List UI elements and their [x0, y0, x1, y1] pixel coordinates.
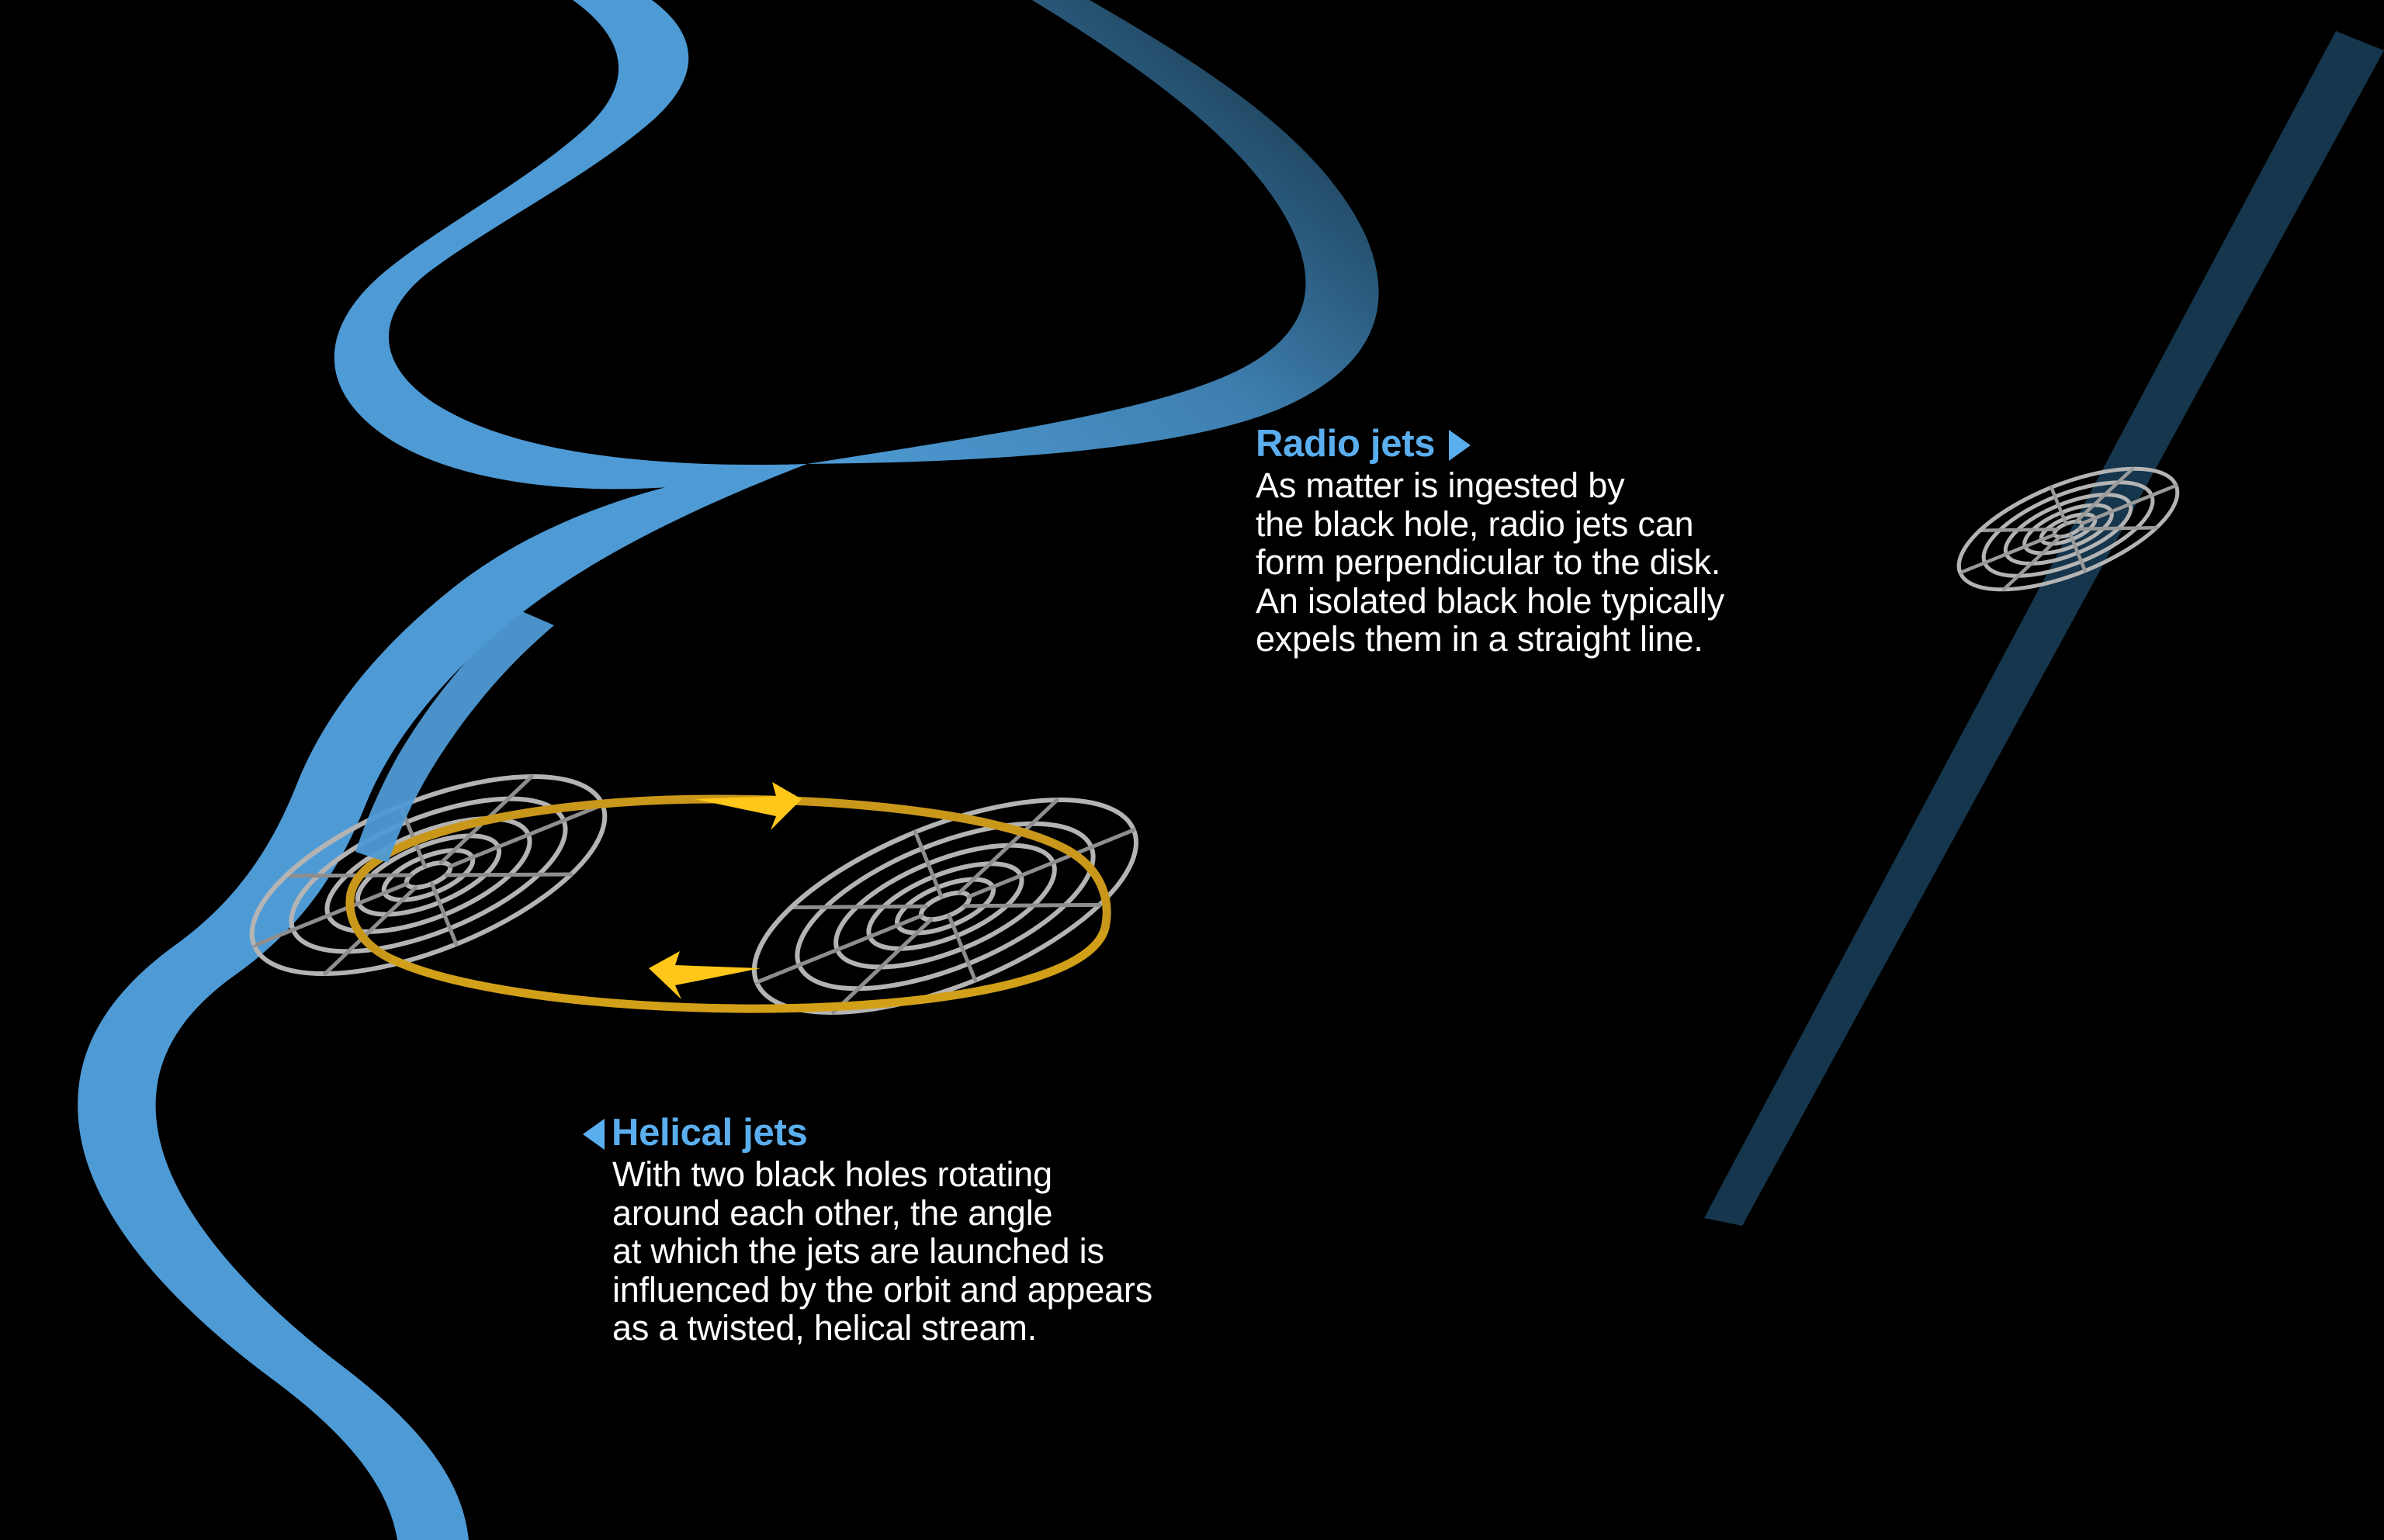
callout-radio-line-3: form perpendicular to the disk.: [1256, 542, 1721, 582]
radio-jet-straight-line: [1704, 31, 2384, 1226]
callout-radio-line-5: expels them in a straight line.: [1256, 619, 1703, 659]
orbit-arrowhead-left: [649, 951, 761, 999]
callout-helical-heading: Helical jets: [612, 1112, 808, 1154]
orbit-arc-right-link: [1063, 846, 1111, 933]
callout-helical-line-1: With two black holes rotating: [612, 1154, 1052, 1194]
disk-outer-arc-extension: [752, 834, 907, 983]
isolated-black-hole-disk: [1956, 466, 2180, 592]
orbit-arc-left-link: [345, 889, 393, 962]
triangle-left-icon: [583, 1118, 605, 1150]
triangle-right-icon: [1449, 429, 1471, 461]
callout-helical-body: With two black holes rotating around eac…: [612, 1155, 1406, 1348]
helical-jet-upper-near: [334, 0, 807, 490]
callout-radio-body: As matter is ingested by the black hole,…: [1256, 466, 1954, 659]
helical-jet-lower-near: [78, 464, 808, 1540]
disk-spokes: [1958, 467, 2178, 591]
callout-helical-line-4: influenced by the orbit and appears: [612, 1269, 1152, 1310]
callout-radio-heading: Radio jets: [1256, 423, 1436, 465]
orbit-path-group: [345, 782, 1111, 1013]
radio-jet-group: [1704, 31, 2384, 1226]
helical-jet-upper-far: [807, 0, 1379, 464]
orbit-arrowhead-right: [695, 782, 802, 830]
callout-radio-heading-row: Radio jets: [1256, 425, 1954, 463]
helical-jet-group: [78, 0, 1379, 1540]
disk-outer-arc-extension: [1956, 487, 2048, 573]
callout-radio-jets: Radio jets As matter is ingested by the …: [1256, 425, 1954, 659]
callout-helical-jets: Helical jets With two black holes rotati…: [583, 1114, 1406, 1348]
callout-radio-line-4: An isolated black hole typically: [1256, 580, 1724, 621]
callout-helical-line-3: at which the jets are launched is: [612, 1231, 1104, 1271]
callout-radio-line-2: the black hole, radio jets can: [1256, 504, 1694, 544]
disk-outer-arc-extension: [249, 808, 393, 946]
callout-helical-line-5: as a twisted, helical stream.: [612, 1308, 1037, 1348]
callout-helical-line-2: around each other, the angle: [612, 1192, 1053, 1233]
helical-jet-front-crossing: [355, 610, 554, 863]
callout-radio-line-1: As matter is ingested by: [1256, 465, 1625, 505]
binary-right-disk: [752, 798, 1138, 1015]
disk-spokes: [754, 798, 1136, 1015]
orbit-arc-bottom: [383, 923, 1110, 1013]
callout-helical-heading-row: Helical jets: [583, 1114, 1406, 1152]
